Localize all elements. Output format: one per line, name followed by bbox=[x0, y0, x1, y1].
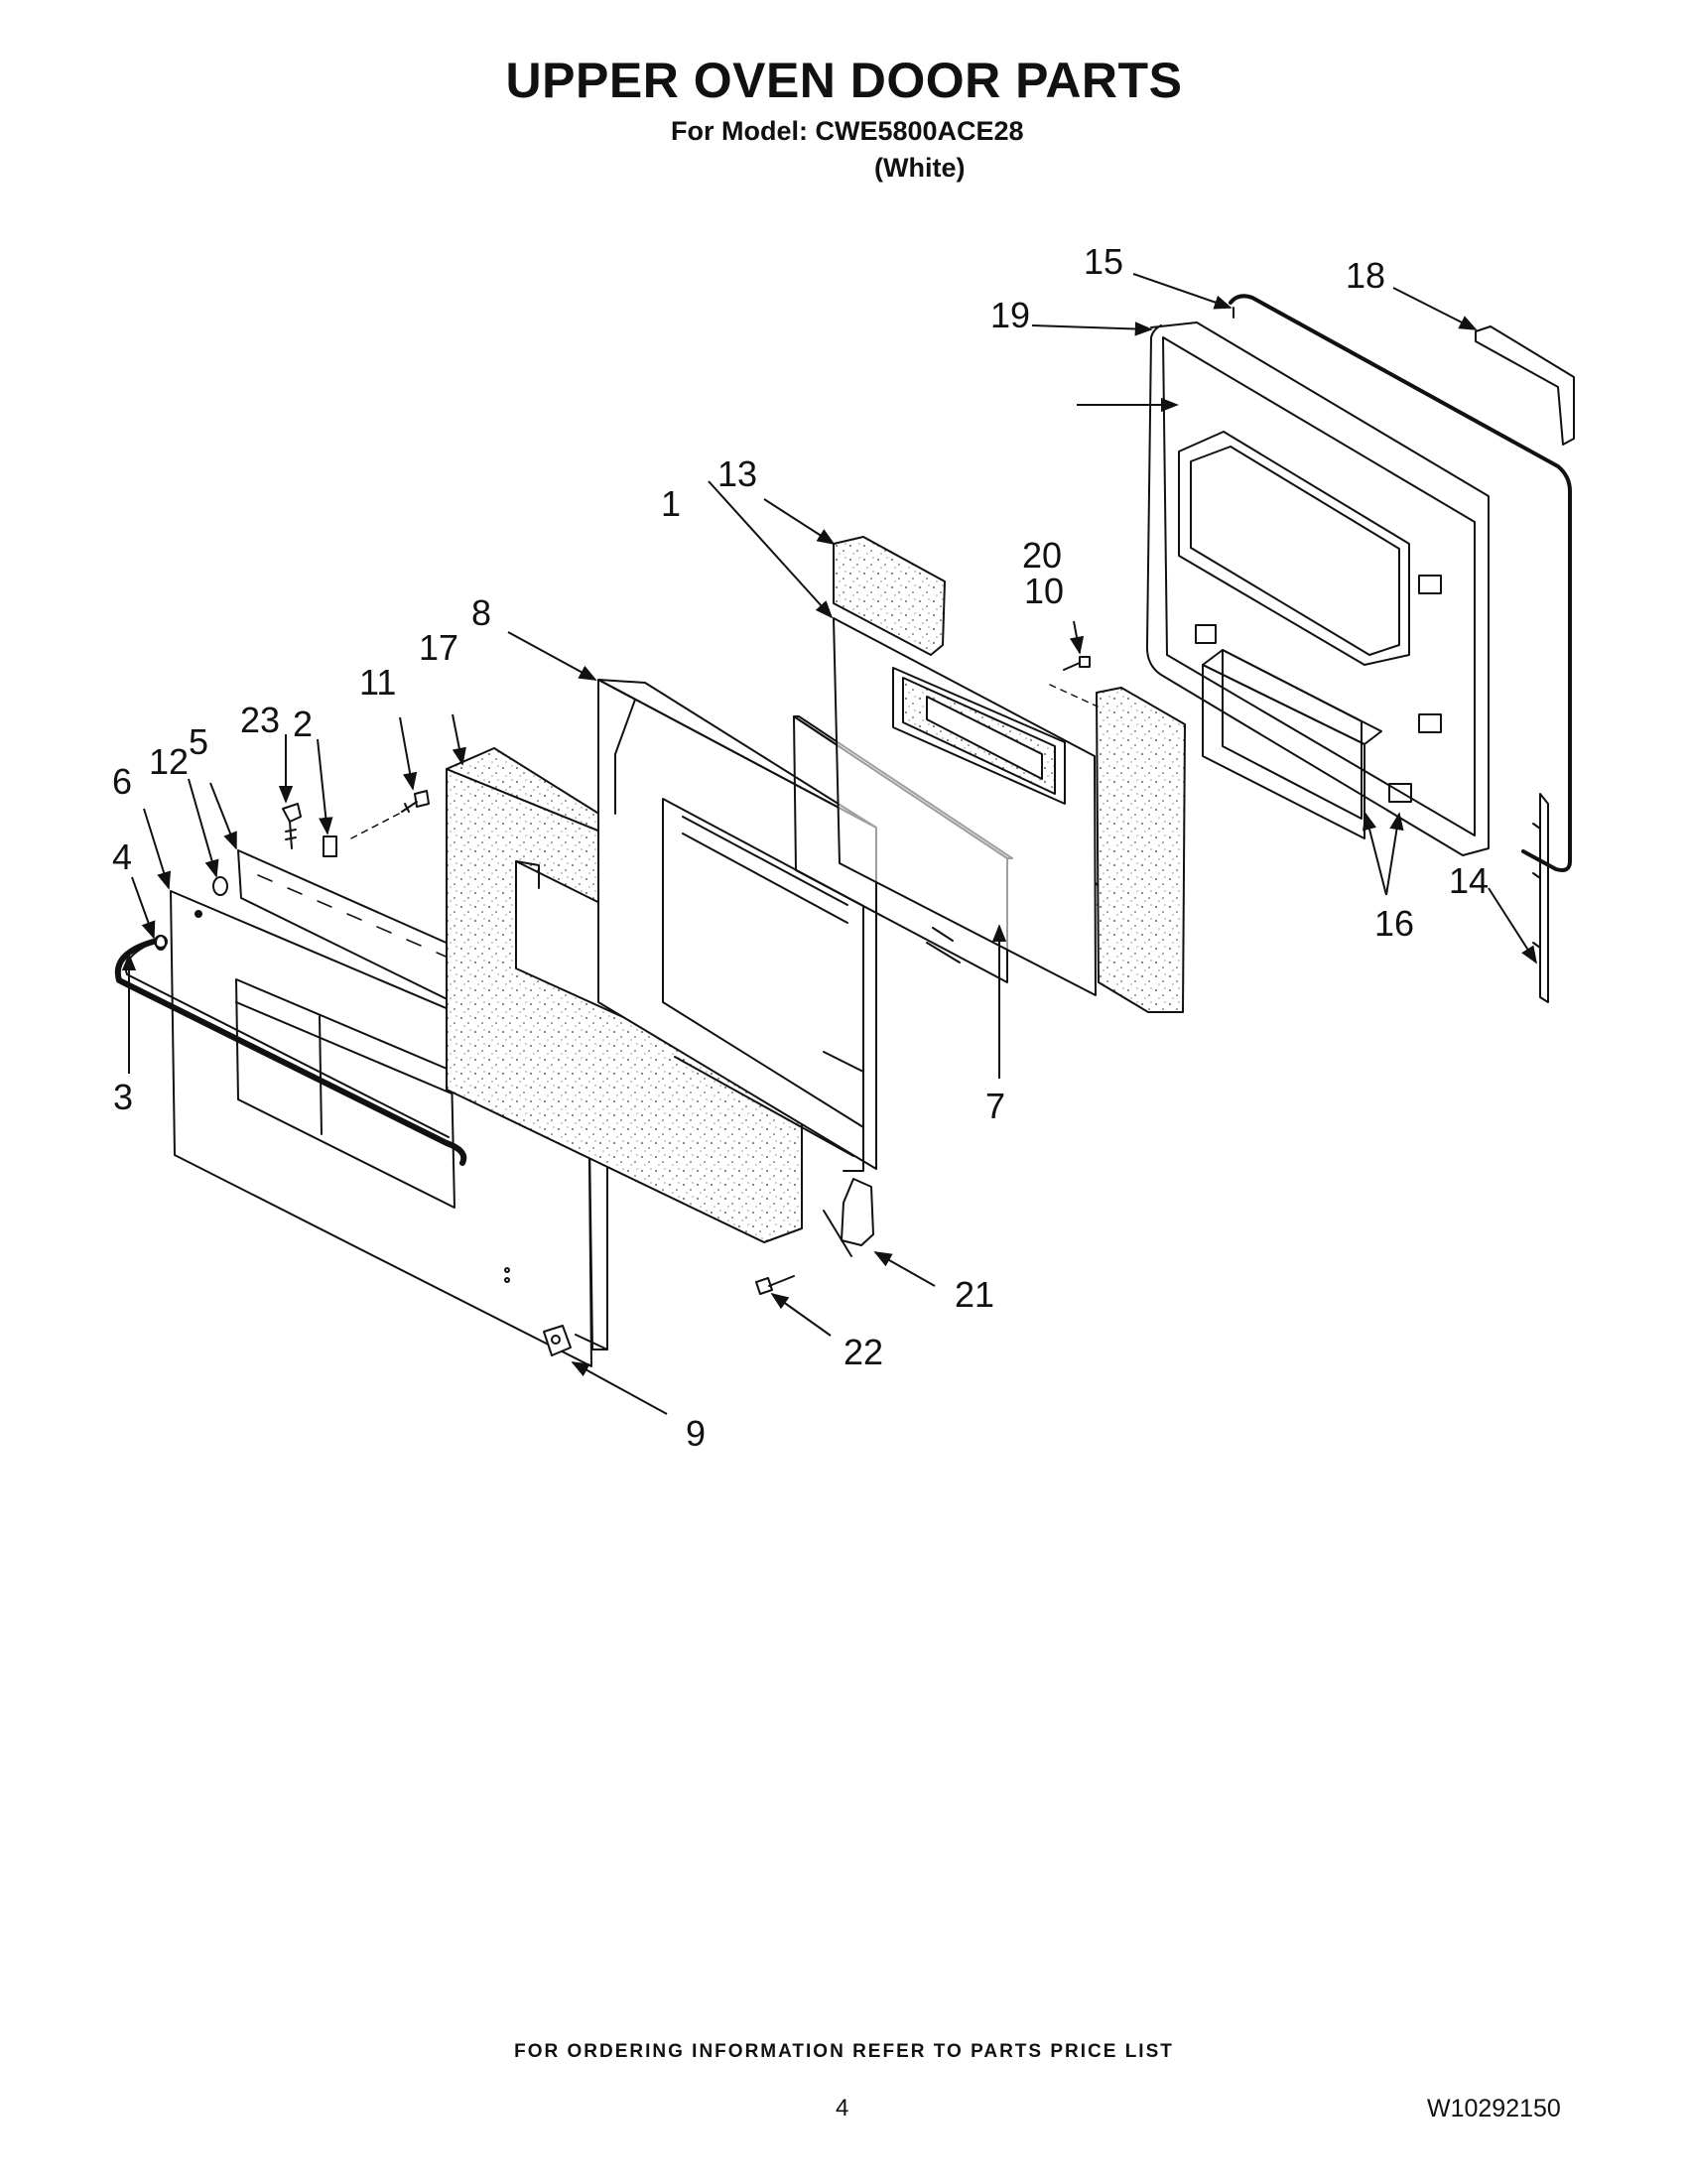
callout-labels: 1 2 3 4 5 6 7 8 9 10 11 12 13 14 15 16 1… bbox=[112, 241, 1489, 1454]
vent-trim bbox=[1475, 325, 1575, 446]
callout-20: 20 bbox=[1022, 535, 1062, 576]
callout-13: 13 bbox=[717, 453, 757, 494]
callout-8: 8 bbox=[471, 592, 491, 633]
insulation-block-top bbox=[833, 536, 946, 656]
callout-19: 19 bbox=[990, 295, 1030, 335]
document-number: W10292150 bbox=[1427, 2095, 1561, 2122]
callout-1: 1 bbox=[661, 483, 681, 524]
hinge-clip-part-9 bbox=[543, 1325, 572, 1356]
ordering-note: FOR ORDERING INFORMATION REFER TO PARTS … bbox=[514, 2041, 1174, 2062]
nut-part-12 bbox=[212, 876, 228, 896]
door-gasket bbox=[1229, 294, 1572, 872]
screw-part-22 bbox=[755, 1275, 795, 1295]
screw-part-11 bbox=[346, 790, 430, 841]
callout-22: 22 bbox=[844, 1332, 883, 1372]
insulation-strip-right bbox=[1096, 687, 1186, 1013]
callout-10: 10 bbox=[1024, 571, 1064, 611]
callout-14: 14 bbox=[1449, 860, 1489, 901]
hinge-part-21 bbox=[823, 1178, 874, 1257]
callout-2: 2 bbox=[293, 704, 313, 744]
callout-6: 6 bbox=[112, 761, 132, 802]
callout-5: 5 bbox=[189, 721, 208, 762]
callout-21: 21 bbox=[955, 1274, 994, 1315]
callout-12: 12 bbox=[149, 741, 189, 782]
page-number: 4 bbox=[836, 2095, 849, 2121]
callout-18: 18 bbox=[1346, 255, 1385, 296]
washer-part-4 bbox=[155, 935, 167, 951]
callout-15: 15 bbox=[1084, 241, 1123, 282]
window-glass-assembly bbox=[833, 617, 1103, 996]
color-line: (White) bbox=[874, 153, 966, 183]
callout-23: 23 bbox=[240, 700, 280, 740]
callout-11: 11 bbox=[359, 662, 396, 703]
screw-part-10 bbox=[1049, 656, 1099, 707]
callout-9: 9 bbox=[686, 1413, 706, 1454]
screw-part-2 bbox=[323, 835, 337, 857]
door-bracket bbox=[1532, 793, 1549, 1003]
inner-door-assembly bbox=[1145, 321, 1490, 856]
leader-lines bbox=[121, 273, 1537, 1415]
inner-door-frame bbox=[597, 679, 877, 1172]
screw-part-23 bbox=[282, 803, 302, 849]
page-title: UPPER OVEN DOOR PARTS bbox=[505, 53, 1183, 108]
callout-7: 7 bbox=[985, 1086, 1005, 1126]
callout-16: 16 bbox=[1374, 903, 1414, 944]
callout-3: 3 bbox=[113, 1077, 133, 1117]
model-line: For Model: CWE5800ACE28 bbox=[671, 116, 1024, 146]
callout-17: 17 bbox=[419, 627, 458, 668]
oven-glass-small bbox=[1202, 649, 1382, 839]
callout-4: 4 bbox=[112, 836, 132, 877]
